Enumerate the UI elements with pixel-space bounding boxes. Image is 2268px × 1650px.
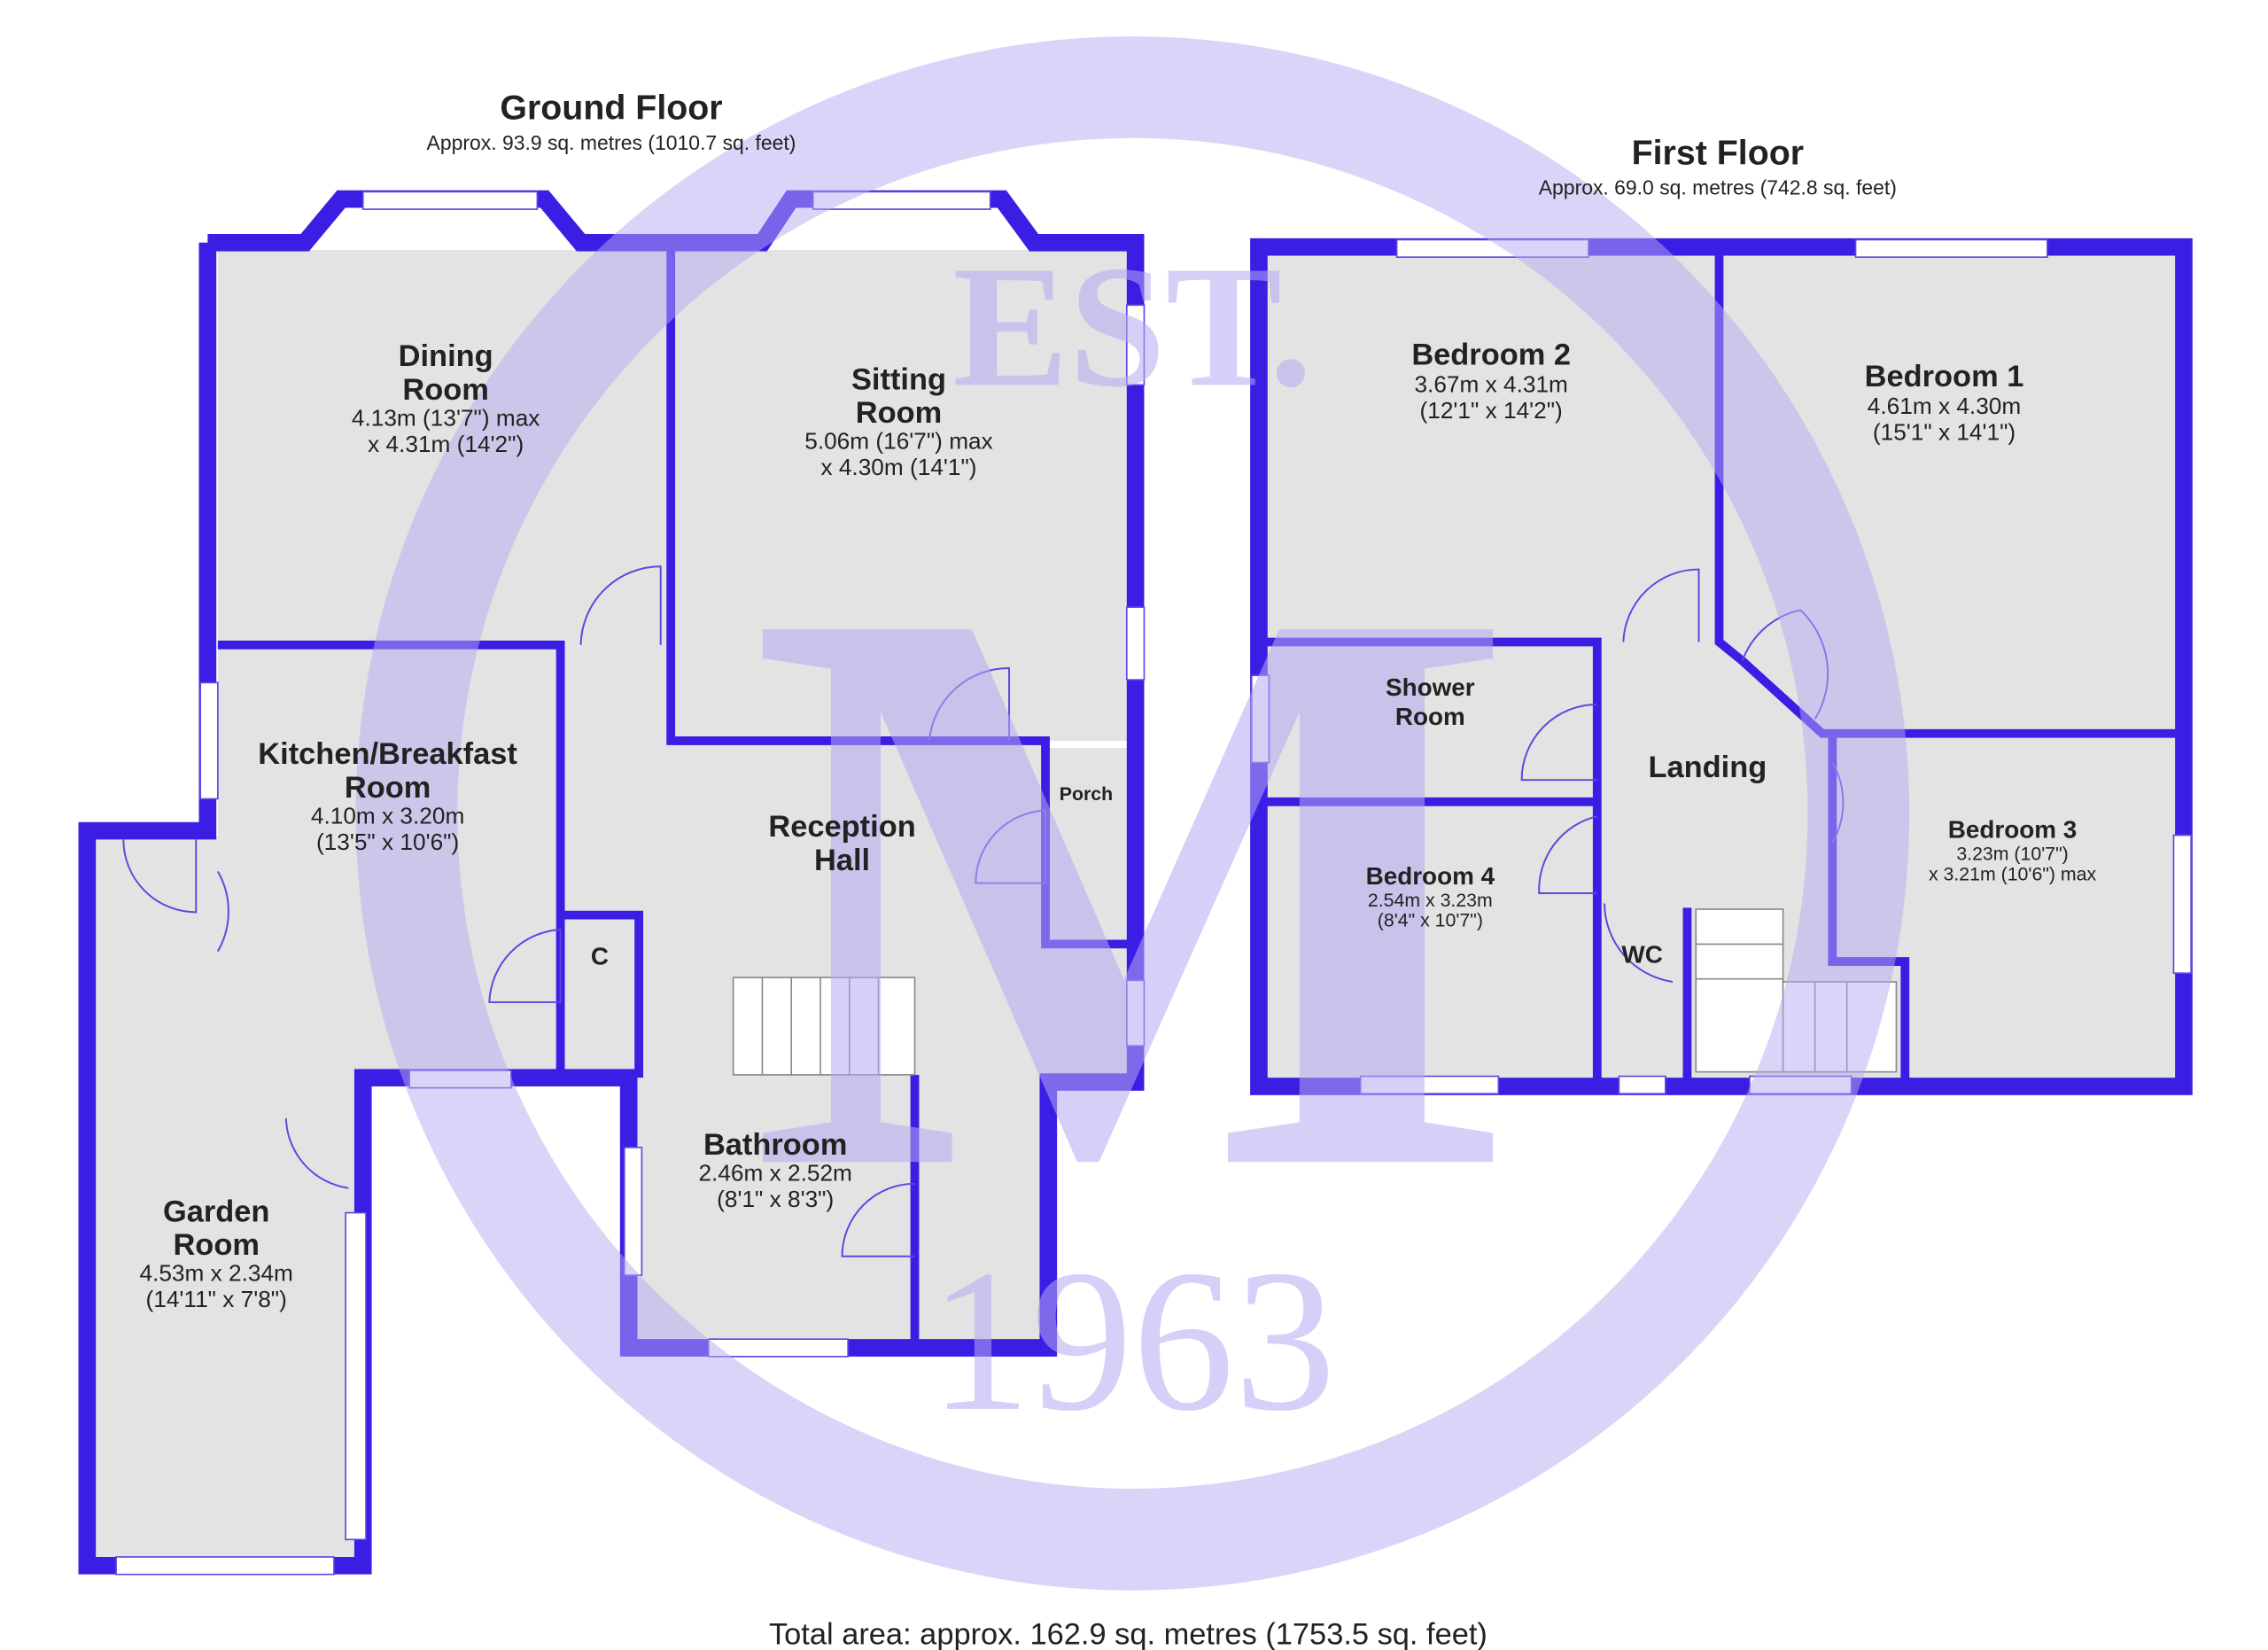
room-dimensions: 3.23m (10'7") <box>1956 843 2068 864</box>
room-name: Room <box>345 771 431 805</box>
ground-floor-title: Ground Floor <box>500 88 722 127</box>
room-dimensions: (14'11" x 7'8") <box>146 1286 287 1312</box>
room-name: Room <box>1395 703 1465 730</box>
cupboard-wall <box>560 910 644 1078</box>
window <box>1125 979 1146 1047</box>
shower-room-floor <box>1262 642 1597 802</box>
room-name: Landing <box>1648 751 1767 784</box>
room-dimensions: 2.54m x 3.23m <box>1368 890 1493 911</box>
room-dimensions: x 3.21m (10'6") max <box>1929 863 2097 884</box>
room-name: Bedroom 2 <box>1411 338 1571 371</box>
watermark-year: 1963 <box>929 1228 1336 1453</box>
room-name: Bedroom 1 <box>1865 360 2024 393</box>
room-dimensions: (8'1" x 8'3") <box>717 1186 834 1212</box>
window <box>2172 834 2192 974</box>
room-dimensions: 4.13m (13'7") max <box>352 404 540 431</box>
door <box>579 565 662 645</box>
room-name: Dining <box>399 339 493 373</box>
room-dimensions: (15'1" x 14'1") <box>1873 419 2016 446</box>
ground-floor-area: Approx. 93.9 sq. metres (1010.7 sq. feet… <box>427 131 796 154</box>
porch-floor <box>1045 748 1136 945</box>
room-dimensions: (13'5" x 10'6") <box>316 829 459 855</box>
room-name: Shower <box>1386 673 1475 701</box>
room-dimensions: 4.61m x 4.30m <box>1868 393 2021 419</box>
room-dimensions: 2.46m x 2.52m <box>698 1160 851 1187</box>
bedroom-4-floor <box>1262 801 1597 1083</box>
first-outer-wall <box>1250 237 2193 1095</box>
door <box>1622 568 1700 642</box>
watermark-letter: M <box>749 437 1516 1338</box>
window <box>115 1556 335 1576</box>
door <box>216 870 229 953</box>
window <box>361 191 539 210</box>
room-dimensions: x 4.31m (14'2") <box>368 431 524 457</box>
window <box>1250 674 1270 764</box>
room-name: Hall <box>814 844 870 877</box>
room-dimensions: 4.10m x 3.20m <box>311 802 464 829</box>
sitting-room-floor <box>671 249 1133 741</box>
window <box>345 1211 367 1541</box>
room-dimensions: 3.67m x 4.31m <box>1414 371 1567 398</box>
room-dimensions: 4.53m x 2.34m <box>139 1260 292 1287</box>
room-name: Room <box>173 1228 259 1262</box>
first-inner-walls <box>1262 637 1602 1083</box>
ground-floor-plan <box>78 190 1146 1576</box>
room-dimensions: 5.06m (16'7") max <box>804 428 993 455</box>
watermark-logo: EST. M 1963 <box>355 36 1910 1591</box>
room-dimensions: x 4.30m (14'1") <box>820 454 976 480</box>
cupboard-floor <box>560 915 640 1078</box>
room-name: Garden <box>163 1195 269 1228</box>
door <box>841 1182 915 1257</box>
room-dimensions: (8'4" x 10'7") <box>1378 910 1483 931</box>
room-name: Room <box>402 373 488 407</box>
room-name: WC <box>1621 941 1662 969</box>
room-name: Sitting <box>851 362 946 396</box>
door <box>975 809 1047 884</box>
total-area: Total area: approx. 162.9 sq. metres (17… <box>769 1617 1487 1650</box>
window <box>623 1147 643 1276</box>
watermark-est: EST. <box>952 230 1312 423</box>
room-name: Porch <box>1060 783 1113 805</box>
room-dimensions: (12'1" x 14'2") <box>1420 397 1563 424</box>
bathroom-floor <box>635 1074 915 1349</box>
window <box>707 1338 849 1358</box>
door <box>122 839 198 914</box>
door <box>1520 703 1597 782</box>
door <box>488 928 562 1003</box>
room-name: Reception <box>768 810 915 844</box>
window <box>1125 606 1146 681</box>
door <box>1604 903 1674 983</box>
sitting-room-wall <box>666 249 1136 949</box>
door <box>928 667 1011 742</box>
garden-room-floor <box>92 837 358 1560</box>
room-name: Bathroom <box>703 1128 847 1162</box>
window <box>199 681 219 800</box>
first-floor-area: Approx. 69.0 sq. metres (742.8 sq. feet) <box>1539 176 1897 199</box>
window <box>1125 304 1146 386</box>
room-name: Bedroom 3 <box>1948 816 2078 844</box>
window <box>1618 1075 1666 1095</box>
room-name: Room <box>856 396 942 430</box>
window <box>1359 1075 1500 1095</box>
window <box>1854 238 2048 259</box>
room-name: C <box>591 942 609 969</box>
staircase <box>732 977 916 1076</box>
door <box>1538 815 1598 895</box>
watermark-ring <box>355 36 1910 1591</box>
room-name: Bedroom 4 <box>1366 862 1495 890</box>
room-name: Kitchen/Breakfast <box>258 737 517 771</box>
door <box>284 1118 349 1189</box>
first-floor-title: First Floor <box>1632 133 1804 172</box>
